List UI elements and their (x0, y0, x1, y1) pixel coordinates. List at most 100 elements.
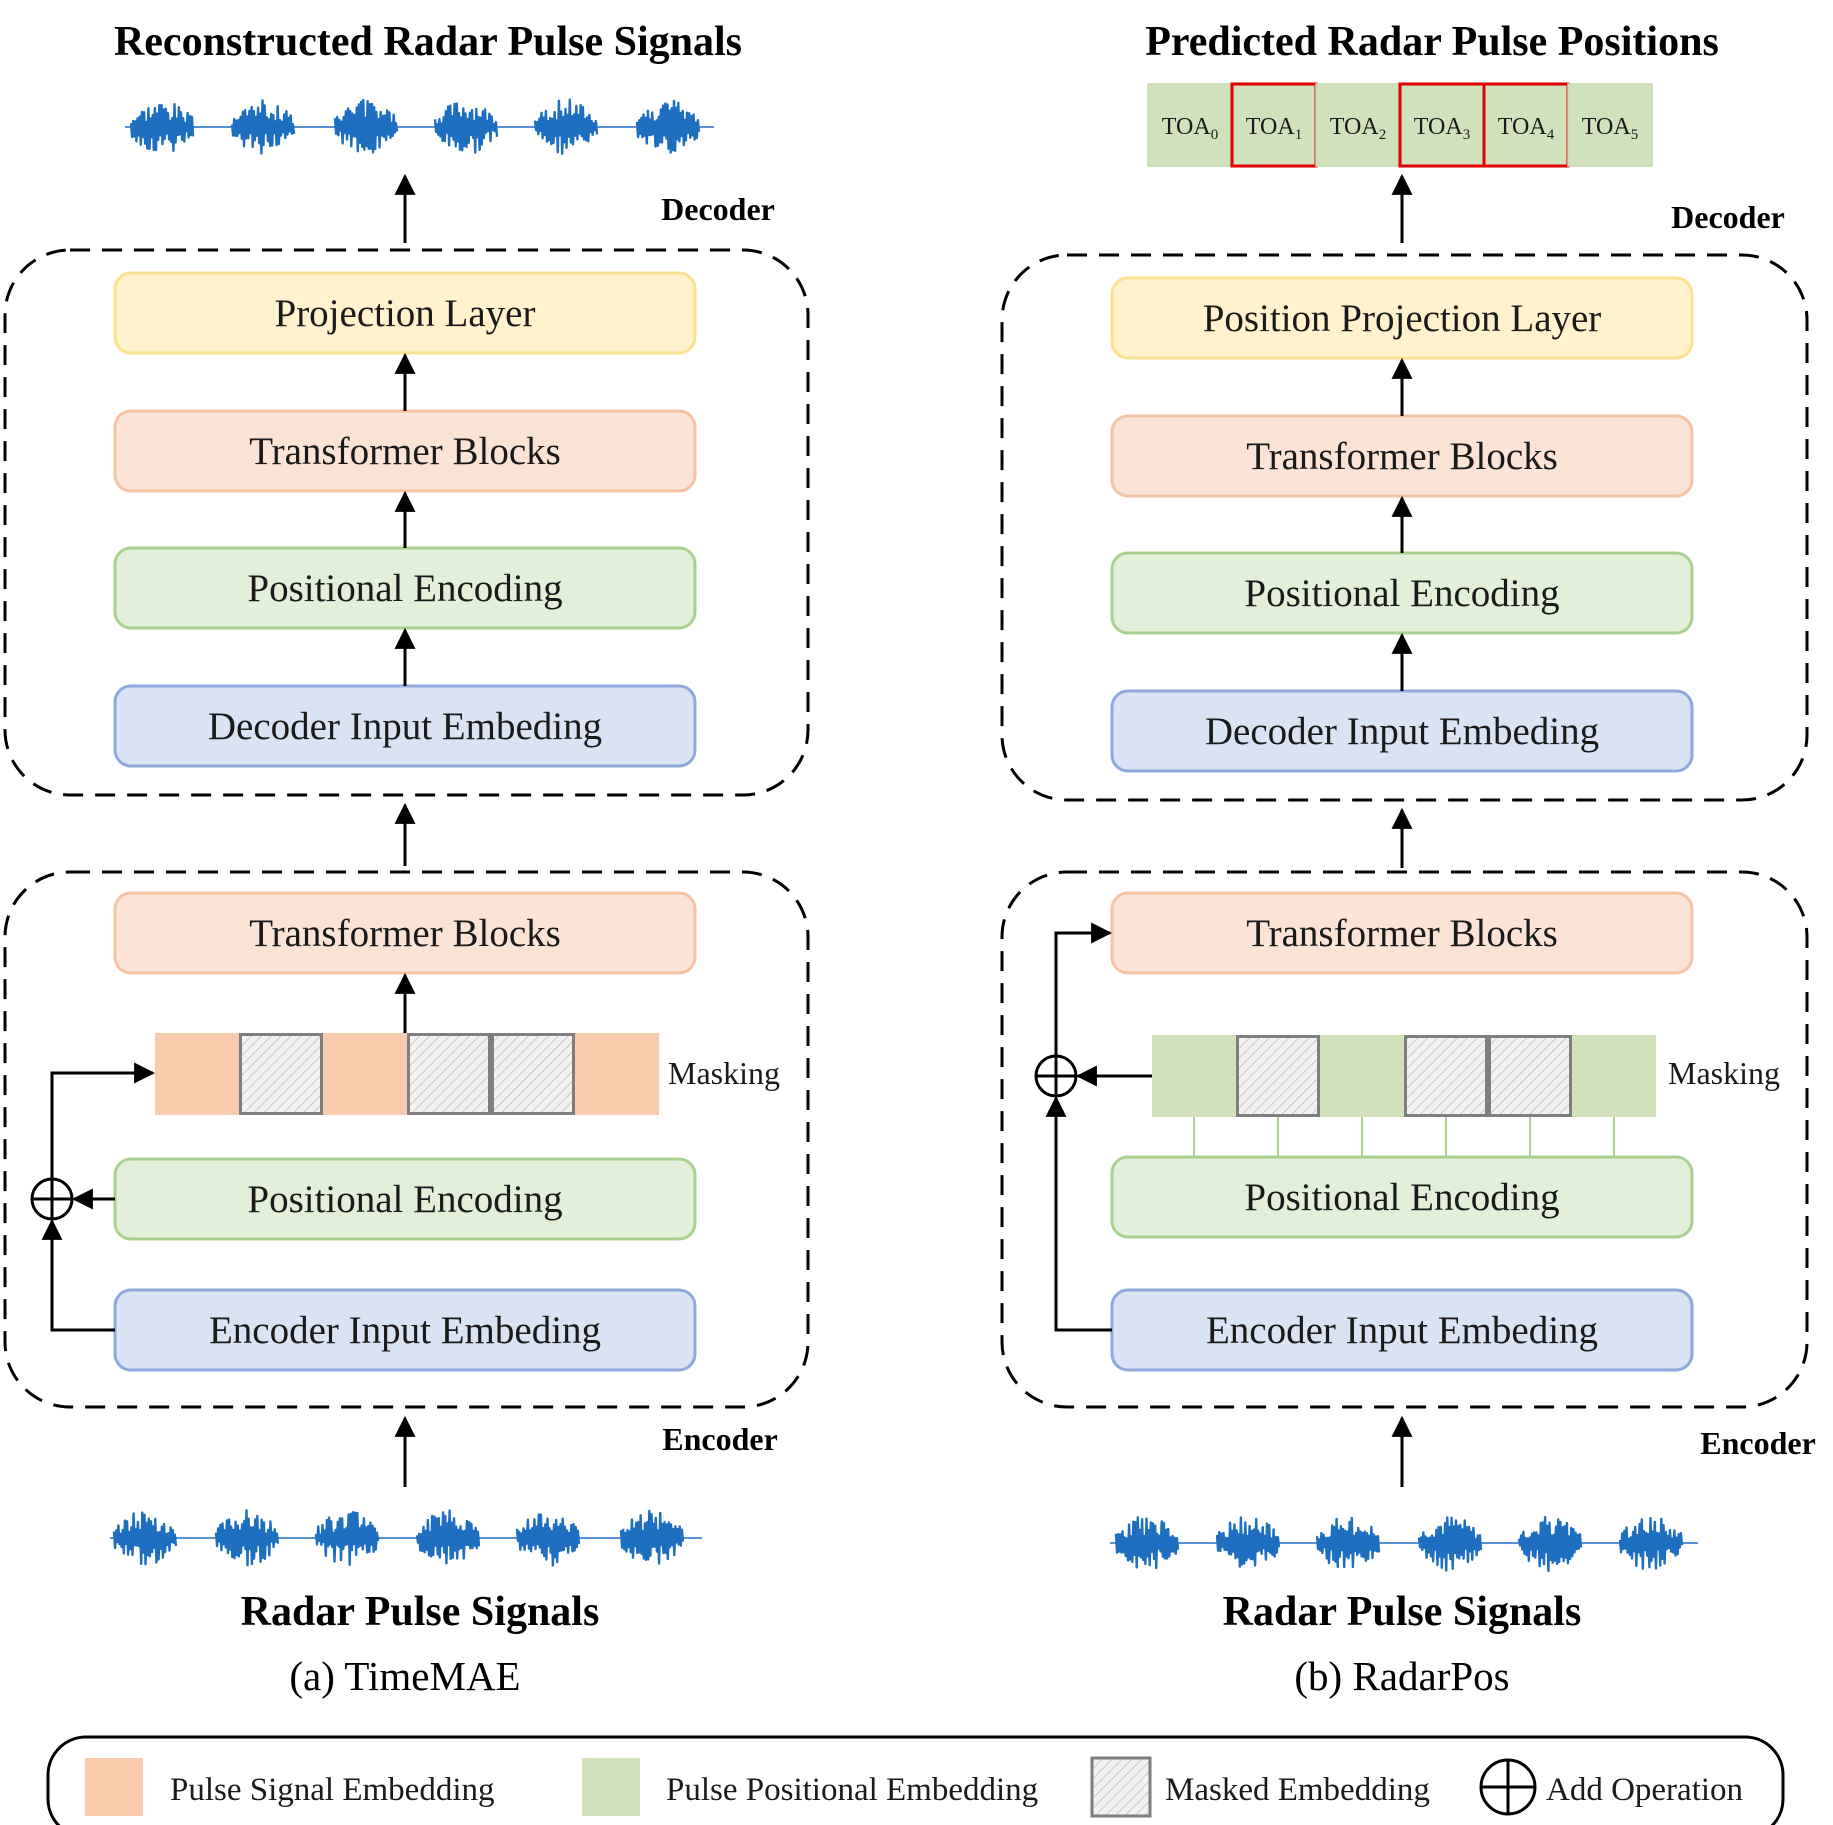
left-add-operation-icon (30, 1177, 74, 1221)
pulse-burst (333, 98, 399, 154)
pulse-burst (1114, 1516, 1180, 1570)
toa-sequence: TOA0 TOA1 TOA2 TOA3 TOA4 TOA5 (1147, 82, 1653, 168)
right-encoder-positional-encoding: Positional Encoding (1110, 1155, 1694, 1239)
pulse-burst (619, 1509, 685, 1565)
right-decoder-positional-encoding: Positional Encoding (1110, 551, 1694, 635)
left-caption: (a) TimeMAE (289, 1653, 520, 1699)
svg-text:Encoder Input Embeding: Encoder Input Embeding (209, 1309, 601, 1352)
right-encoder-box (1000, 870, 1809, 1409)
right-caption: (b) RadarPos (1294, 1653, 1509, 1699)
toa-cell: TOA4 (1482, 82, 1570, 168)
svg-text:Encoder Input Embeding: Encoder Input Embeding (1206, 1309, 1598, 1352)
pulse-burst (635, 99, 701, 154)
legend-add-operation-icon (1479, 1758, 1537, 1816)
left-encoder-transformer-blocks: Transformer Blocks (113, 891, 697, 975)
toa-label: TOA3 (1414, 114, 1470, 143)
left-decoder-box (3, 248, 810, 797)
svg-text:Transformer Blocks: Transformer Blocks (249, 430, 561, 473)
left-bottom-title: Radar Pulse Signals (241, 1589, 600, 1635)
legend-label-pulse-positional: Pulse Positional Embedding (666, 1772, 1038, 1808)
embedding-cell (1152, 1035, 1236, 1117)
pulse-burst (415, 1509, 481, 1565)
arrow-r-embed-to-add (1045, 1095, 1112, 1332)
right-bottom-title: Radar Pulse Signals (1223, 1589, 1582, 1635)
right-input-waveform (1110, 1515, 1698, 1573)
svg-text:Decoder Input Embeding: Decoder Input Embeding (1205, 710, 1599, 753)
pulse-burst (433, 102, 499, 154)
left-decoder-projection-layer: Projection Layer (113, 271, 697, 355)
right-encoder-transformer-blocks: Transformer Blocks (1110, 891, 1694, 975)
pulse-burst (214, 1509, 280, 1567)
right-decoder-transformer-blocks: Transformer Blocks (1110, 414, 1694, 498)
masked-embedding-cell (1488, 1035, 1572, 1117)
embedding-cell (1320, 1035, 1404, 1117)
pulse-burst (112, 1511, 178, 1566)
toa-label: TOA2 (1330, 114, 1386, 143)
right-masking-sequence (1152, 1035, 1656, 1157)
right-decoder-position-projection-layer: Position Projection Layer (1110, 276, 1694, 360)
svg-text:Projection Layer: Projection Layer (275, 292, 536, 335)
svg-text:Positional Encoding: Positional Encoding (247, 1178, 562, 1221)
embedding-cell (155, 1033, 239, 1115)
toa-label: TOA0 (1162, 114, 1218, 143)
masked-embedding-cell (1404, 1035, 1488, 1117)
left-masking-sequence (155, 1033, 659, 1115)
embedding-cell (1572, 1035, 1656, 1117)
right-encoder-input-embedding: Encoder Input Embeding (1110, 1288, 1694, 1372)
pulse-burst (129, 103, 195, 152)
legend-swatch-pulse-signal (85, 1758, 143, 1816)
left-encoder-label: Encoder (662, 1421, 778, 1457)
embedding-cell (323, 1033, 407, 1115)
masked-embedding-cell (1236, 1035, 1320, 1117)
arrow-add-to-mask (50, 1062, 156, 1179)
svg-text:Transformer Blocks: Transformer Blocks (249, 912, 561, 955)
left-encoder-input-embedding: Encoder Input Embeding (113, 1288, 697, 1372)
svg-text:Decoder Input Embeding: Decoder Input Embeding (208, 705, 602, 748)
pulse-burst (1215, 1516, 1281, 1568)
pulse-burst (314, 1511, 380, 1566)
embedding-cell (575, 1033, 659, 1115)
legend-label-pulse-signal: Pulse Signal Embedding (170, 1772, 495, 1808)
pulse-burst (1315, 1516, 1381, 1569)
left-encoder-positional-encoding: Positional Encoding (113, 1157, 697, 1241)
svg-text:Transformer Blocks: Transformer Blocks (1246, 912, 1558, 955)
svg-text:Positional Encoding: Positional Encoding (1244, 1176, 1559, 1219)
left-input-waveform (110, 1509, 702, 1567)
right-encoder-label: Encoder (1700, 1425, 1816, 1461)
pulse-burst (230, 99, 296, 155)
legend-swatch-pulse-positional (582, 1758, 640, 1816)
svg-text:Positional Encoding: Positional Encoding (1244, 572, 1559, 615)
svg-text:Position Projection Layer: Position Projection Layer (1203, 297, 1602, 340)
legend: Pulse Signal Embedding Pulse Positional … (46, 1735, 1785, 1825)
left-decoder-positional-encoding: Positional Encoding (113, 546, 697, 630)
toa-cell: TOA1 (1230, 82, 1318, 168)
toa-cell: TOA2 (1315, 83, 1401, 167)
right-add-operation-icon (1034, 1054, 1078, 1098)
toa-label: TOA4 (1498, 114, 1555, 143)
arrow-embed-to-add (41, 1218, 115, 1332)
right-decoder-box (1000, 253, 1809, 802)
legend-label-masked: Masked Embedding (1165, 1772, 1430, 1808)
masked-embedding-cell (491, 1033, 575, 1115)
left-encoder-box (3, 870, 810, 1409)
legend-frame (46, 1735, 1785, 1825)
legend-swatch-masked (1090, 1756, 1152, 1818)
toa-cell: TOA5 (1567, 83, 1653, 167)
toa-label: TOA5 (1582, 114, 1638, 143)
left-output-waveform (125, 98, 714, 155)
pulse-burst (1517, 1515, 1583, 1573)
left-decoder-label: Decoder (661, 191, 775, 227)
left-decoder-input-embedding: Decoder Input Embeding (113, 684, 697, 768)
right-decoder-label: Decoder (1671, 199, 1785, 235)
panel-timemae: Reconstructed Radar Pulse Signals Decode… (3, 19, 810, 1699)
pulse-burst (1417, 1516, 1483, 1572)
legend-label-add: Add Operation (1546, 1772, 1743, 1808)
left-top-title: Reconstructed Radar Pulse Signals (114, 19, 742, 65)
toa-cell: TOA3 (1398, 82, 1486, 168)
left-masking-label: Masking (668, 1055, 780, 1091)
svg-text:Positional Encoding: Positional Encoding (247, 567, 562, 610)
left-decoder-transformer-blocks: Transformer Blocks (113, 409, 697, 493)
pulse-burst (515, 1513, 581, 1567)
